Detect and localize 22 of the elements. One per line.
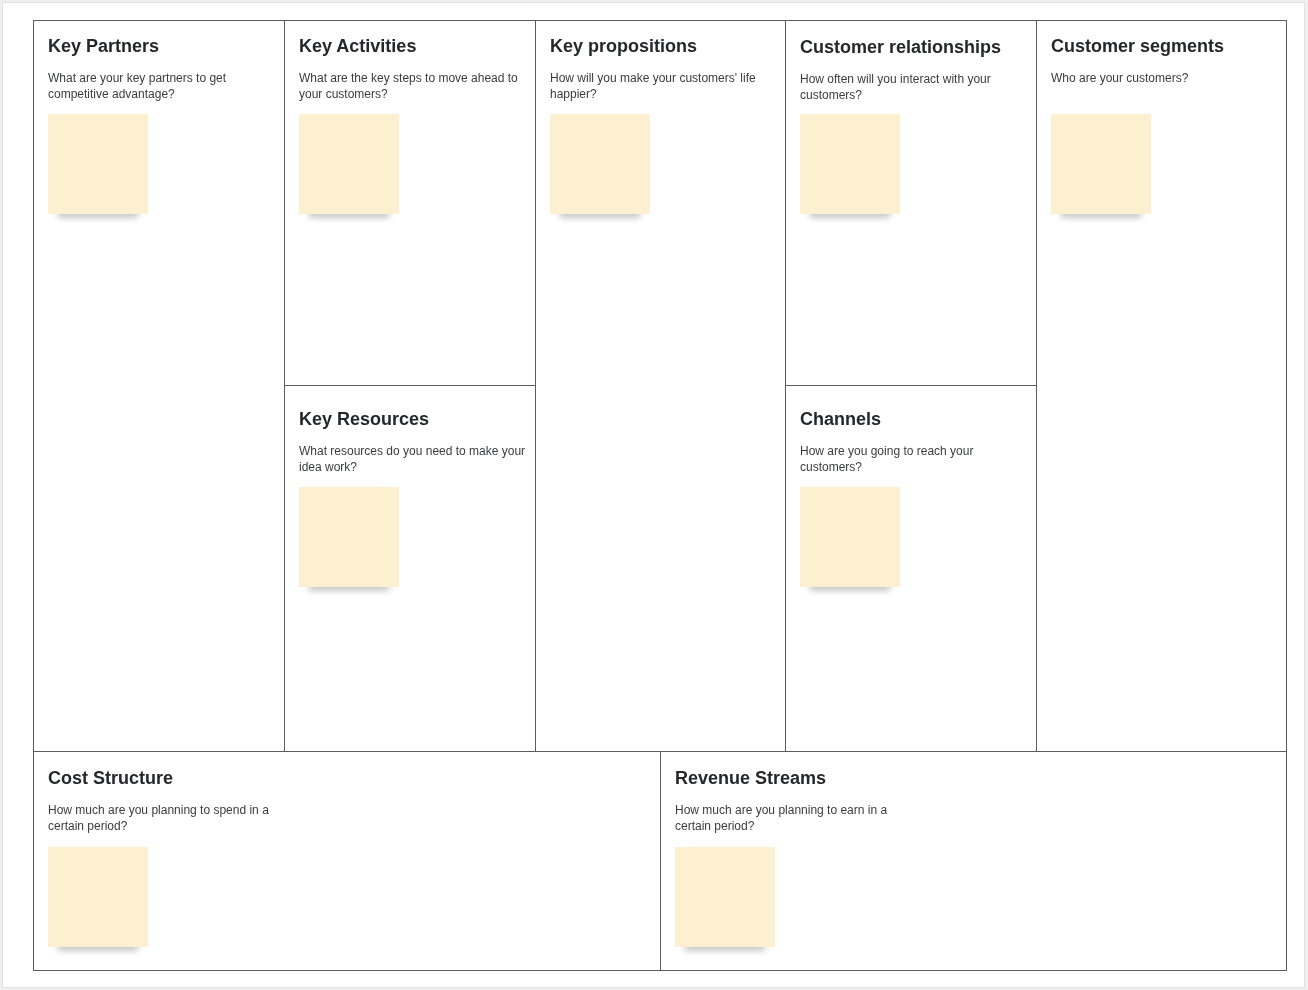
canvas-section <box>1036 20 1287 752</box>
canvas-section <box>33 20 285 752</box>
section-heading: Cost Structure <box>48 767 173 789</box>
section-heading: Key Activities <box>299 35 417 57</box>
section-question: How are you going to reach your customers? <box>800 443 975 475</box>
section-heading: Customer segments <box>1051 35 1225 57</box>
section-question: What are your key partners to get competitive advantage? <box>48 70 228 102</box>
section-heading: Key propositions <box>550 35 697 57</box>
section-question: How often will you interact with your customers? <box>800 71 992 103</box>
section-heading: Key Resources <box>299 408 430 430</box>
section-question: What resources do you need to make your idea work? <box>299 443 527 475</box>
section-heading: Customer relationships <box>800 36 1002 58</box>
section-heading: Revenue Streams <box>675 767 827 789</box>
section-question: What are the key steps to move ahead to your customers? <box>299 70 519 102</box>
section-heading: Key Partners <box>48 35 160 57</box>
section-question: How much are you planning to spend in a certain period? <box>48 802 270 834</box>
canvas-section <box>33 751 661 971</box>
section-question: How will you make your customers' life happier? <box>550 70 757 102</box>
section-heading: Channels <box>800 408 882 430</box>
section-question: How much are you planning to earn in a certain period? <box>675 802 889 834</box>
section-question: Who are your customers? <box>1051 70 1190 86</box>
canvas-section <box>660 751 1287 971</box>
